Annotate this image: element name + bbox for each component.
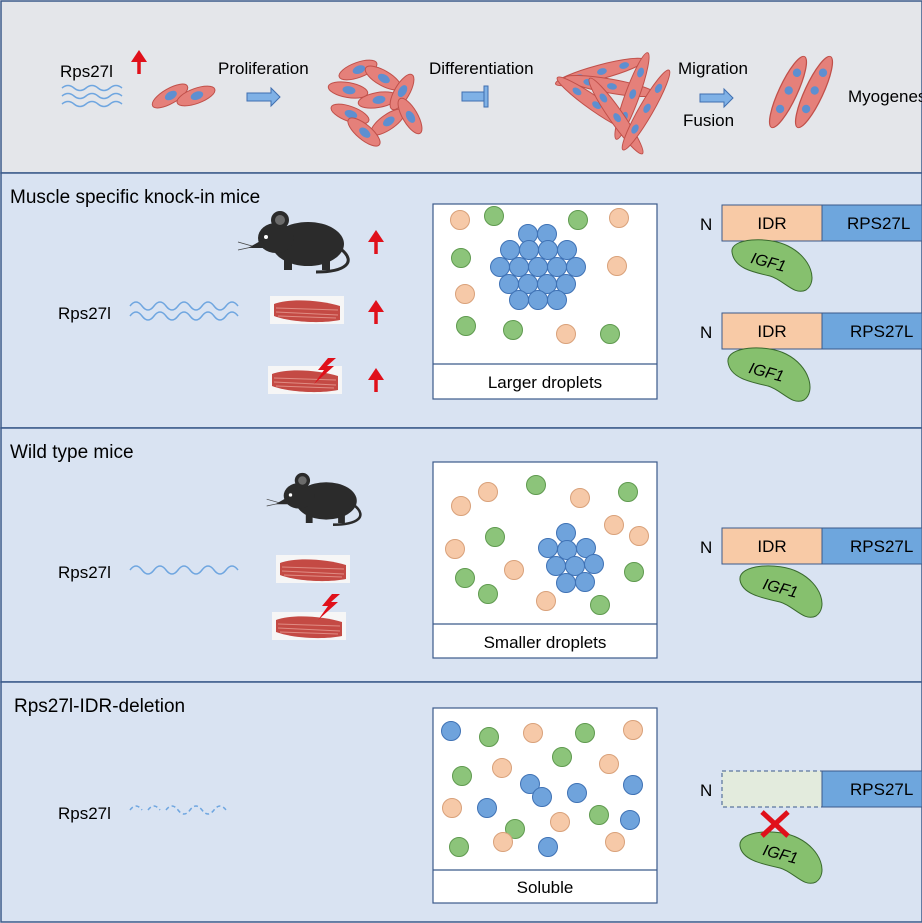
igf1-icon [731, 239, 813, 292]
svg-text:RPS27L: RPS27L [850, 322, 913, 341]
muscle-tissue-icon [267, 365, 343, 395]
wildtype-gene-label: Rps27l [58, 563, 111, 582]
igf1-icon [727, 347, 811, 402]
svg-text:N: N [700, 781, 712, 800]
igf1-icon [739, 565, 823, 618]
svg-text:N: N [700, 538, 712, 557]
muscle-tissue-icon [269, 295, 345, 325]
mrna-wave-icon [129, 565, 239, 575]
top-panel-background [0, 0, 922, 174]
protein-construct-2: N IDR RPS27L IGF1 [700, 312, 922, 402]
svg-text:IDR: IDR [757, 322, 786, 341]
muscle-tissue-icon [275, 554, 351, 584]
protein-construct-deleted: N RPS27L IGF1 [700, 770, 922, 884]
svg-text:RPS27L: RPS27L [850, 780, 913, 799]
svg-text:IDR: IDR [757, 537, 786, 556]
svg-text:N: N [700, 215, 712, 234]
inhibit-arrow-icon [461, 85, 489, 108]
deletion-gene-label: Rps27l [58, 804, 111, 823]
svg-text:RPS27L: RPS27L [847, 214, 910, 233]
svg-text:RPS27L: RPS27L [850, 537, 913, 556]
wildtype-panel-title: Wild type mice [10, 442, 134, 463]
step-fusion: Fusion [683, 111, 734, 130]
step-myogenesis: Myogenesis [848, 87, 922, 106]
step-differentiation: Differentiation [429, 59, 534, 78]
delete-cross-icon [760, 810, 790, 838]
muscle-tissue-icon [271, 611, 347, 641]
step-migration: Migration [678, 59, 748, 78]
droplet-field [445, 475, 649, 615]
large-droplet-cluster [490, 224, 586, 310]
svg-text:IDR: IDR [757, 214, 786, 233]
knockin-panel-title: Muscle specific knock-in mice [10, 187, 260, 208]
droplet-field [450, 206, 629, 344]
knockin-droplet-caption: Larger droplets [488, 373, 602, 392]
small-droplet-cluster [538, 523, 604, 593]
top-gene-label: Rps27l [60, 62, 113, 81]
igf1-icon [739, 831, 823, 884]
mrna-wave-icon [129, 301, 239, 321]
mrna-wave-deleted-icon [129, 805, 227, 815]
right-arrow-icon [246, 86, 281, 108]
protein-construct-1: N IDR RPS27L IGF1 [700, 204, 922, 292]
svg-text:N: N [700, 323, 712, 342]
wildtype-droplet-caption: Smaller droplets [484, 633, 607, 652]
deletion-panel-title: Rps27l-IDR-deletion [14, 696, 185, 717]
soluble-droplet-field [441, 720, 643, 857]
step-proliferation: Proliferation [218, 59, 309, 78]
protein-construct-3: N IDR RPS27L IGF1 [700, 527, 922, 618]
knockin-gene-label: Rps27l [58, 304, 111, 323]
right-arrow-icon [699, 87, 734, 109]
deletion-droplet-caption: Soluble [517, 878, 574, 897]
mrna-wave-icon [61, 84, 123, 92]
